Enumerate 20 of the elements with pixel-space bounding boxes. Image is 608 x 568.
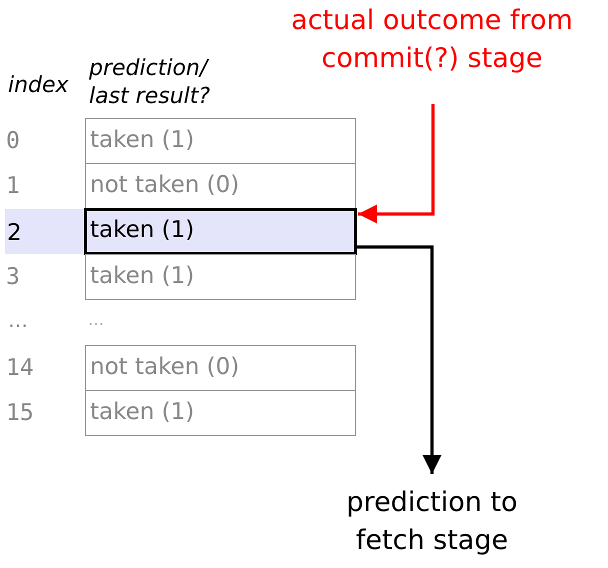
cell-text: taken (1) <box>90 217 194 243</box>
column-header: prediction/ last result? <box>89 55 212 111</box>
cell-text: taken (1) <box>90 263 194 289</box>
ellipsis: … <box>88 309 104 331</box>
note-text: actual outcome from commit(?) stage <box>267 2 597 90</box>
note-text: prediction to fetch stage <box>327 484 537 568</box>
index-number: 2 <box>7 219 22 248</box>
ellipsis: … <box>8 307 28 334</box>
index-number: 1 <box>6 172 20 201</box>
index-number: 3 <box>6 263 20 292</box>
cell-text: taken (1) <box>90 127 194 153</box>
arrow <box>358 104 435 224</box>
cell-text: taken (1) <box>90 399 194 425</box>
cell-text: not taken (0) <box>90 354 240 380</box>
cell-text: not taken (0) <box>90 172 240 198</box>
index-number: 15 <box>6 399 34 428</box>
index-number: 0 <box>6 127 20 156</box>
index-number: 14 <box>6 354 34 383</box>
arrow <box>357 245 442 474</box>
column-header: index <box>8 72 69 100</box>
